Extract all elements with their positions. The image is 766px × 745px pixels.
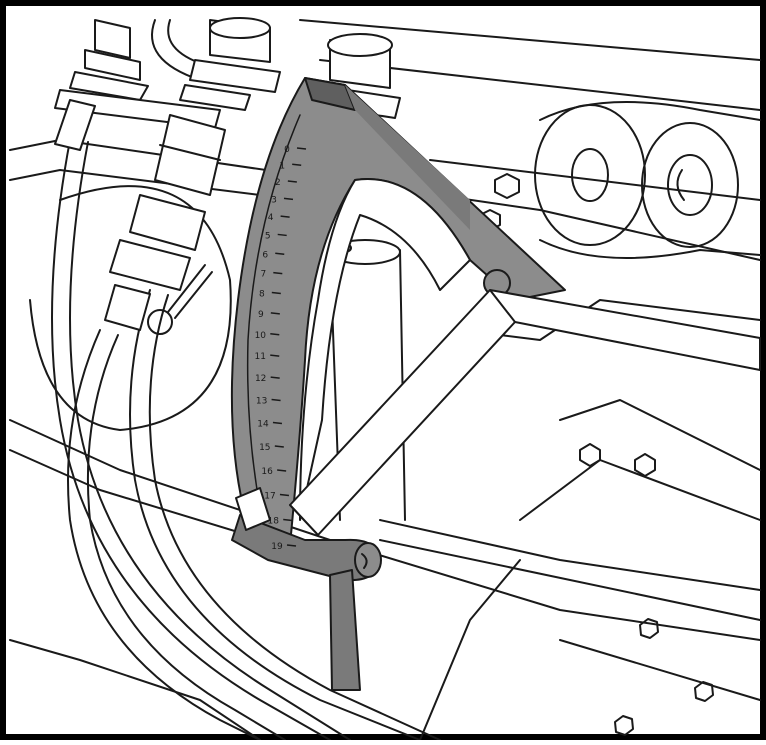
- scale-label: 13: [256, 397, 267, 407]
- scale-tick: [270, 354, 280, 357]
- cylinder-boss: [534, 101, 761, 259]
- scale-tick: [277, 469, 287, 472]
- indicator-arm: [289, 289, 761, 536]
- scale-label: 19: [271, 542, 283, 552]
- scale-label: 7: [260, 270, 266, 280]
- scale-label: 15: [259, 443, 270, 453]
- scale-tick: [273, 271, 283, 275]
- scale-label: 11: [255, 352, 266, 362]
- scale-tick: [296, 147, 307, 150]
- scale-tick: [271, 291, 281, 295]
- scale-tick: [287, 180, 297, 183]
- scale-label: 12: [255, 374, 266, 384]
- scale-label: 4: [268, 213, 274, 223]
- scale-tick: [270, 312, 280, 315]
- scale-tick: [270, 333, 280, 336]
- scale-tick: [272, 421, 283, 425]
- hydraulic-hose-1: [51, 139, 351, 741]
- cover-knob: [147, 309, 173, 335]
- scale-label: 17: [264, 491, 275, 501]
- hose-fitting: [54, 99, 226, 331]
- scale-label: 2: [275, 178, 281, 188]
- scale-tick: [277, 233, 287, 237]
- scale-label: 6: [262, 250, 268, 260]
- scale-label: 18: [268, 516, 280, 526]
- frame-bracket: [9, 19, 761, 741]
- scale-label: 5: [265, 231, 271, 241]
- scale-tick: [271, 398, 281, 402]
- scale-label: 1: [279, 161, 285, 171]
- scale-tick: [280, 215, 290, 218]
- scale-label: 3: [271, 195, 277, 205]
- scale-label: 16: [261, 467, 273, 477]
- scale-tick: [292, 163, 302, 167]
- scale-label: 9: [258, 310, 264, 320]
- scale-label: 14: [257, 419, 269, 429]
- round-cover: [29, 185, 232, 431]
- slope-indicator-quadrant: [230, 77, 566, 549]
- scale-tick: [275, 252, 285, 256]
- scale-tick: [279, 493, 290, 497]
- locking-lever: [231, 487, 382, 691]
- hydraulic-hose-2: [67, 329, 286, 741]
- scale-tick: [286, 544, 297, 547]
- scale-label: 0: [284, 145, 290, 155]
- scale-tick: [270, 376, 280, 379]
- scale-tick: [274, 445, 284, 448]
- hydraulic-hose-3: [129, 289, 441, 741]
- scale-label: 8: [259, 289, 265, 299]
- scale-tick: [283, 518, 293, 522]
- scale-label: 10: [255, 331, 267, 341]
- scale-tick: [283, 197, 294, 201]
